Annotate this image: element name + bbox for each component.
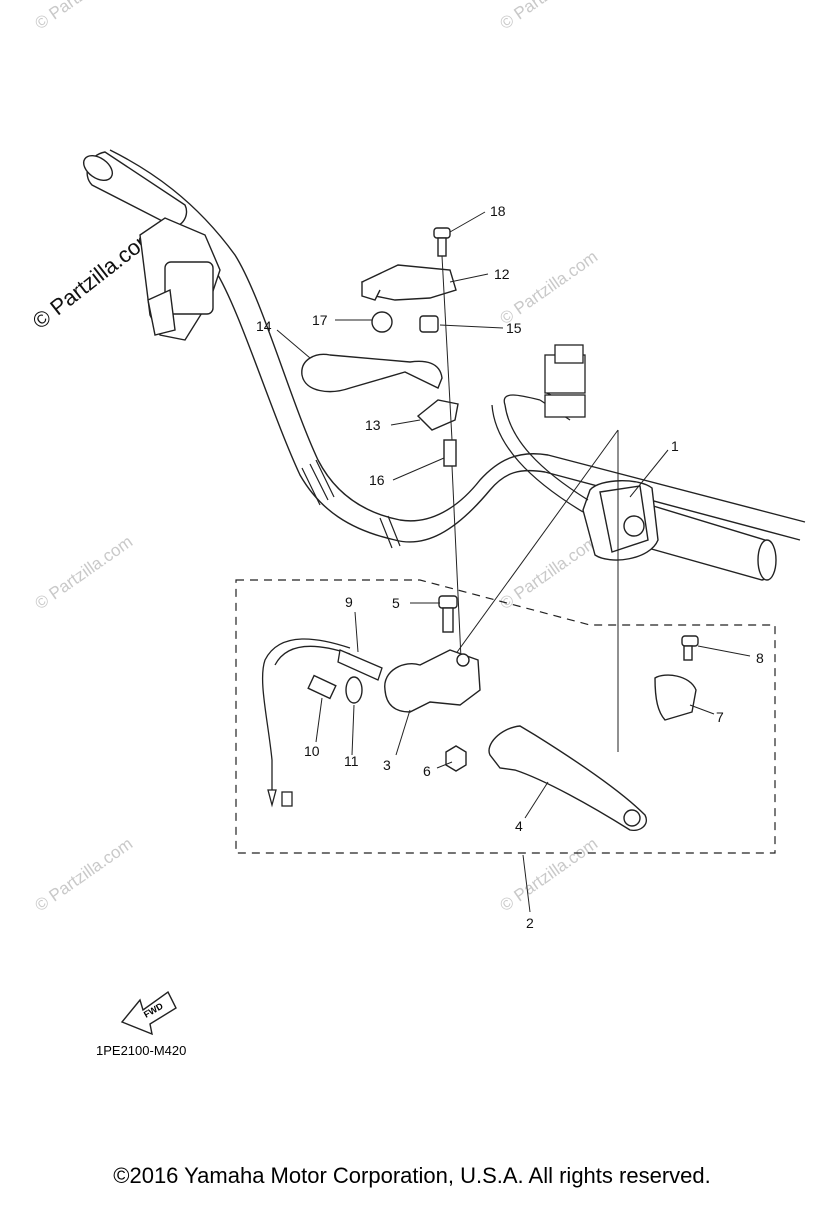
callout-18: 18 <box>490 203 506 219</box>
copyright-notice: ©2016 Yamaha Motor Corporation, U.S.A. A… <box>113 1163 711 1188</box>
callout-2: 2 <box>526 915 534 931</box>
part-5-bolt <box>438 595 458 633</box>
part-6-nut <box>445 745 467 772</box>
callout-6: 6 <box>423 763 431 779</box>
part-7-clamp <box>654 674 697 721</box>
part-8-bolt <box>681 635 699 661</box>
callout-15: 15 <box>506 320 522 336</box>
part-17-cap <box>371 311 393 333</box>
callout-1: 1 <box>671 438 679 454</box>
part-18-bolt <box>433 227 451 257</box>
watermark: © Partzilla.com <box>31 0 136 33</box>
callout-leaders <box>276 211 751 913</box>
watermark: © Partzilla.com <box>31 532 136 613</box>
part-13-plate <box>416 399 459 431</box>
fwd-arrow-icon: FWD <box>120 990 177 1036</box>
callout-17: 17 <box>312 312 328 328</box>
callout-13: 13 <box>365 417 381 433</box>
callout-labels: 18 12 15 17 14 13 16 1 5 9 8 7 10 11 3 6… <box>256 203 764 931</box>
part-15-collar <box>419 315 439 333</box>
callout-9: 9 <box>345 594 353 610</box>
callout-5: 5 <box>392 595 400 611</box>
part-10-adjuster <box>307 674 337 700</box>
watermark: © Partzilla.com <box>496 532 601 613</box>
watermark: © Partzilla.com <box>31 834 136 915</box>
watermark: © Partzilla.com <box>496 0 601 33</box>
left-grip <box>82 151 221 341</box>
switch-wiring <box>491 344 589 513</box>
callout-16: 16 <box>369 472 385 488</box>
part-4-lever <box>488 725 647 832</box>
part-12-clamp-bracket <box>360 264 457 301</box>
part-3-holder <box>384 649 481 713</box>
diagram-code: 1PE2100-M420 <box>96 1043 187 1058</box>
callout-7: 7 <box>716 709 724 725</box>
callout-3: 3 <box>383 757 391 773</box>
watermark: © Partzilla.com <box>496 247 601 328</box>
part-14-lever <box>301 353 443 393</box>
handlebar <box>94 149 806 549</box>
callout-8: 8 <box>756 650 764 666</box>
callout-10: 10 <box>304 743 320 759</box>
callout-12: 12 <box>494 266 510 282</box>
right-grip <box>582 480 777 581</box>
part-9-switch <box>261 638 383 808</box>
callout-11: 11 <box>344 753 359 769</box>
callout-14: 14 <box>256 318 272 334</box>
assembly-box <box>235 579 776 854</box>
part-11-locknut <box>345 676 363 704</box>
assembly-lines <box>441 255 619 752</box>
part-16-screw <box>443 439 457 467</box>
watermark: © Partzilla.com <box>496 834 601 915</box>
callout-4: 4 <box>515 818 523 834</box>
